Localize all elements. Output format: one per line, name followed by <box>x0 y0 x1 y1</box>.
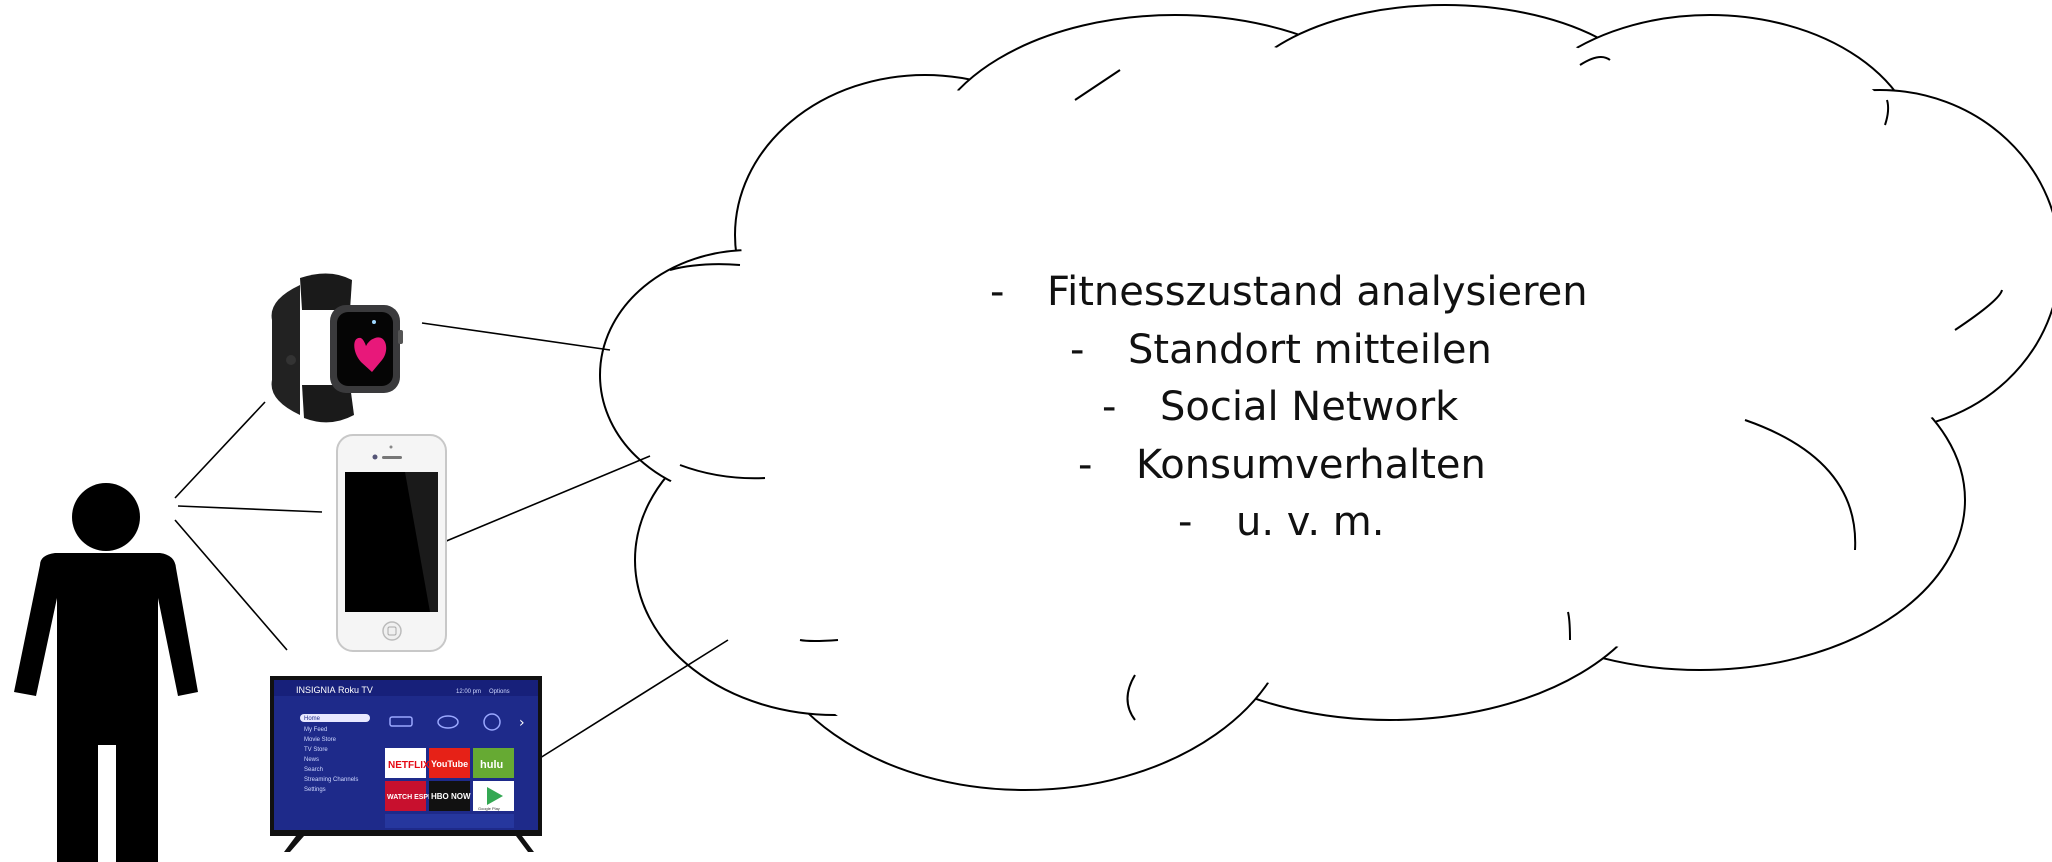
hbo-tile-label: HBO NOW <box>431 792 471 801</box>
googleplay-tile-label: Google Play <box>478 806 500 811</box>
line-tv-cloud <box>539 639 729 759</box>
youtube-tile-label: YouTube <box>431 759 468 769</box>
tv-menu-item: Movie Store <box>304 737 337 743</box>
cloud-item-dash: - <box>990 269 1004 315</box>
tv-menu-item: Search <box>304 767 323 773</box>
smartphone-icon <box>336 434 447 652</box>
cloud-item-text: Standort mitteilen <box>1128 327 1492 373</box>
line-watch-cloud <box>421 322 611 351</box>
cloud-arcs <box>669 55 2003 721</box>
netflix-tile-label: NETFLIX <box>388 760 430 771</box>
line-person-tv <box>174 519 288 651</box>
cloud-item-dash: - <box>1078 442 1092 488</box>
tv-brand-label: INSIGNIA <box>296 685 336 695</box>
tv-menu-item: Settings <box>304 787 326 793</box>
cloud-item-dash: - <box>1178 499 1192 545</box>
cloud-item-text: Konsumverhalten <box>1136 442 1486 488</box>
connection-lines <box>174 322 729 759</box>
tv-menu-item: My Feed <box>304 727 327 733</box>
line-person-phone <box>177 505 323 513</box>
cloud-item-dash: - <box>1102 384 1116 430</box>
cloud-text-list: - Fitnesszustand analysieren - Standort … <box>990 269 1588 545</box>
tv-time-label: 12:00 pm <box>456 689 481 695</box>
espn-tile-label: WATCH ESPN <box>387 794 433 801</box>
person-icon <box>14 483 198 862</box>
tv-menu-item: TV Store <box>304 747 328 753</box>
cloud-item-dash: - <box>1070 327 1084 373</box>
tv-menu-item: News <box>304 757 319 763</box>
hulu-tile-label: hulu <box>480 759 503 771</box>
cloud-item-text: Social Network <box>1160 384 1459 430</box>
tv-menu-item: Streaming Channels <box>304 777 358 783</box>
cloud-item-text: Fitnesszustand analysieren <box>1047 269 1588 315</box>
cloud-item-text: u. v. m. <box>1236 499 1384 545</box>
smartwatch-icon <box>271 273 403 423</box>
tv-app-tiles: NETFLIX YouTube hulu WATCH ESPN HBO NOW … <box>385 748 514 811</box>
television-icon: INSIGNIA Roku TV 12:00 pm Options Home M… <box>270 676 542 852</box>
line-person-watch <box>174 401 266 499</box>
tv-options-label: Options <box>489 689 510 695</box>
tv-platform-label: Roku TV <box>338 685 373 695</box>
line-phone-cloud <box>443 455 651 543</box>
tv-menu-item: Home <box>304 716 321 722</box>
tv-next-chevron: › <box>519 715 525 731</box>
